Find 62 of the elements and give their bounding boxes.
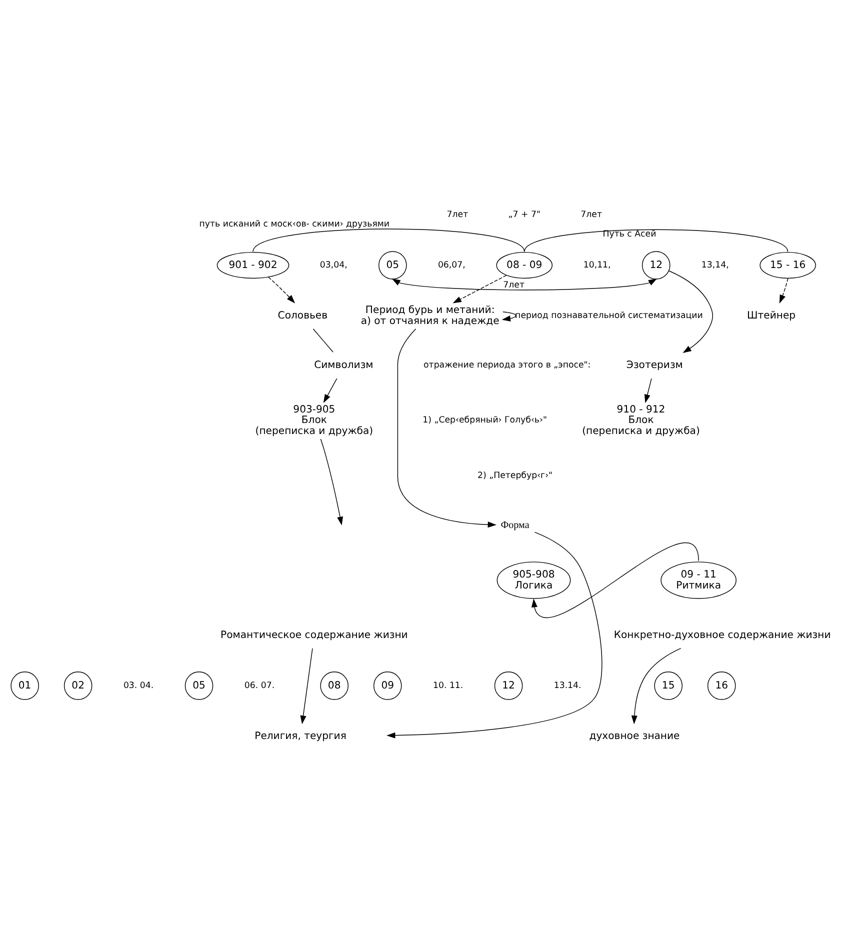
- node-text: Соловьев: [278, 310, 328, 321]
- node-ellipse: 901 - 902: [216, 251, 290, 278]
- label: 2) „Петербур‹г›": [478, 470, 553, 480]
- node-circle: 01: [10, 671, 39, 700]
- edge-label: путь исканий с моск‹ов- скими› друзьями: [199, 219, 390, 230]
- node-text: духовное знание: [589, 730, 680, 742]
- node-text: Штейнер: [747, 310, 796, 321]
- node-text: Конкретно-духовное содержание жизни: [614, 629, 831, 640]
- node-text: Символизм: [314, 360, 374, 371]
- label: 13,14,: [701, 260, 729, 270]
- label: 13.14.: [554, 680, 582, 690]
- arrow: [779, 278, 788, 303]
- label: 06. 07.: [244, 680, 275, 690]
- node-ellipse: 09 - 11 Ритмика: [660, 561, 736, 598]
- label: 10. 11.: [432, 680, 464, 690]
- arrow: [502, 311, 516, 322]
- label: 03. 04.: [123, 680, 154, 690]
- label: отражение периода этого в „эпосе":: [424, 360, 591, 370]
- label: 1) „Сер‹ебряный› Голуб‹ь›": [422, 415, 547, 426]
- node-circle: 05: [378, 250, 407, 279]
- edge-label: период познавательной систематизации: [515, 310, 703, 320]
- arrow: [631, 647, 682, 724]
- node-text: Форма: [500, 519, 530, 530]
- label: 7лет: [580, 210, 602, 220]
- node-circle: 16: [707, 671, 736, 700]
- connector: [252, 228, 525, 252]
- node-circle: 12: [494, 671, 523, 700]
- arrow: [452, 274, 507, 303]
- label: 10,11,: [583, 260, 611, 270]
- node-text: Романтическое содержание жизни: [220, 629, 408, 640]
- edge-label: Путь с Асей: [602, 229, 656, 240]
- node-text: Период бурь и метаний: а) от отчаяния к надежде: [360, 304, 500, 326]
- node-ellipse: 08 - 09: [496, 251, 552, 278]
- node-text: Эзотеризм: [626, 360, 683, 371]
- arrow: [300, 648, 313, 724]
- node-circle: 05: [184, 671, 214, 700]
- arrow: [668, 270, 714, 353]
- node-text: 910 - 912 Блок (переписка и дружба): [582, 404, 700, 436]
- arrow: [531, 542, 699, 618]
- arrow: [320, 438, 344, 525]
- node-text: 903-905 Блок (переписка и дружба): [255, 404, 374, 436]
- arrow: [323, 378, 338, 403]
- node-circle: 12: [642, 250, 670, 279]
- node-text: Религия, теургия: [254, 730, 346, 742]
- node-ellipse: 905-908 Логика: [496, 561, 571, 598]
- edge-label: 7лет: [503, 280, 524, 290]
- connector: [312, 328, 334, 352]
- arrow: [386, 531, 602, 738]
- node-ellipse: 15 - 16: [760, 251, 816, 278]
- arrow: [644, 378, 652, 403]
- label: 03,04,: [320, 260, 348, 270]
- node-circle: 02: [64, 671, 92, 700]
- label: „7 + 7": [508, 210, 540, 220]
- node-circle: 08: [320, 671, 348, 700]
- node-circle: 15: [654, 671, 682, 700]
- label: 06,07,: [438, 260, 466, 270]
- label: 7лет: [446, 210, 468, 220]
- node-circle: 09: [373, 671, 402, 700]
- arrow: [392, 278, 658, 290]
- arrow: [397, 328, 496, 528]
- connector: [524, 228, 788, 252]
- arrow: [268, 276, 296, 303]
